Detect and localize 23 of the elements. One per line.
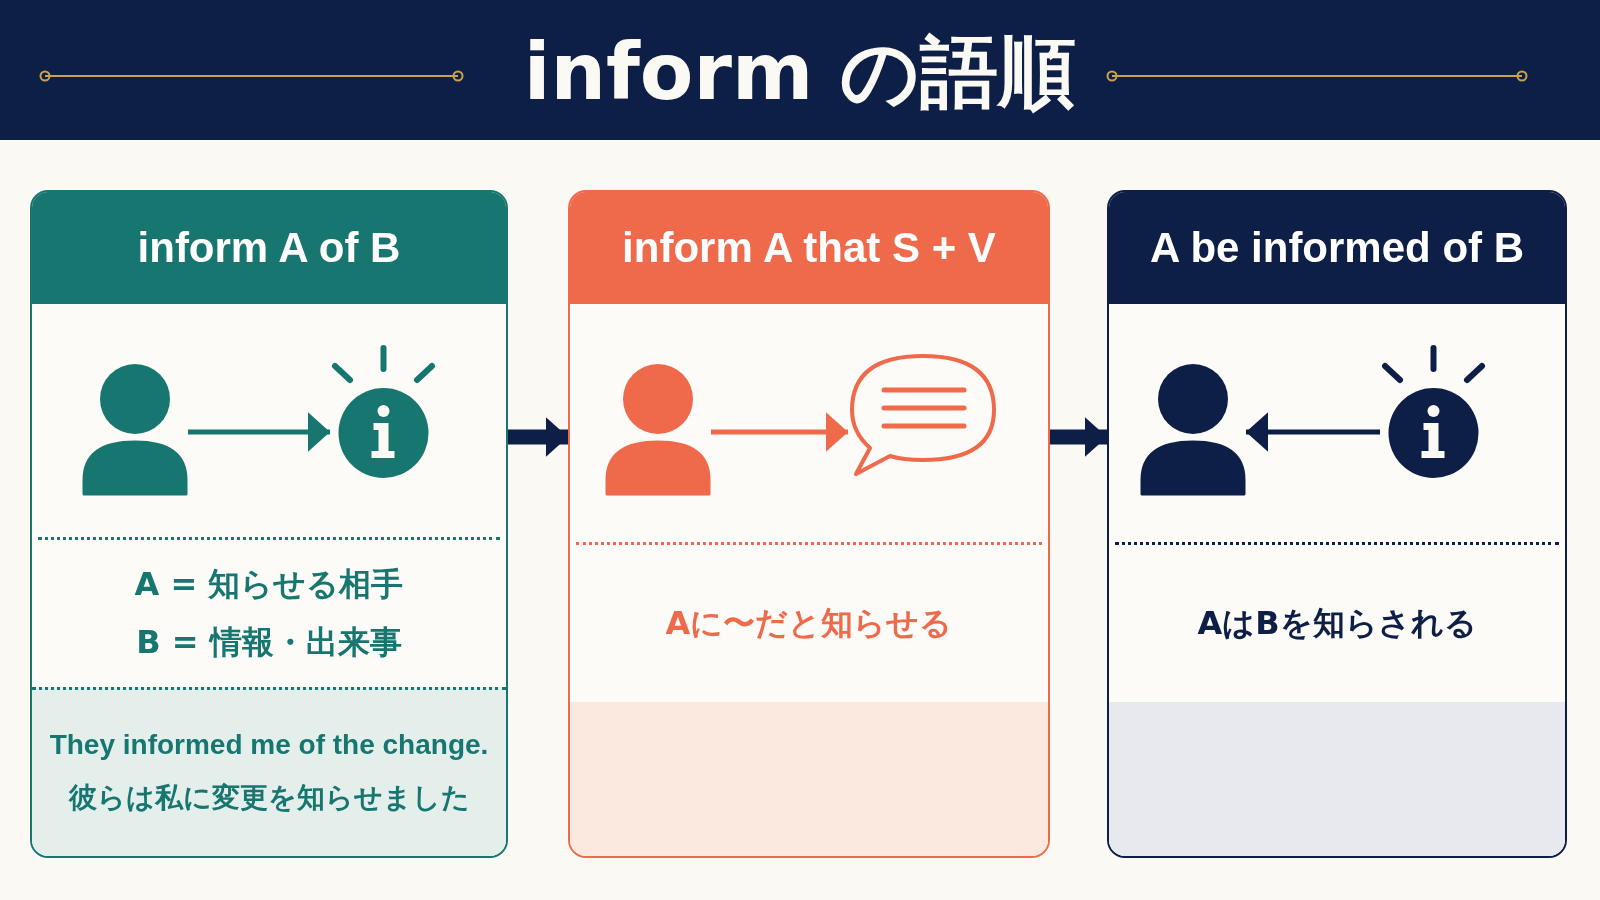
- info-icon: [330, 345, 437, 480]
- title: inform の語順: [522, 26, 1078, 119]
- meaning-text: B = 情報・出来事: [136, 622, 402, 663]
- arrow: [1246, 412, 1380, 452]
- card-title: A be informed of B: [1109, 192, 1565, 304]
- card-title: inform A of B: [32, 192, 506, 304]
- card: [568, 190, 1050, 858]
- meaning-text: Aに〜だと知らせる: [665, 603, 953, 644]
- person-icon: [1140, 362, 1246, 496]
- card: [30, 190, 508, 858]
- arrow: [1050, 417, 1107, 457]
- example-sentence: They informed me of the change.: [49, 729, 489, 761]
- arrow: [188, 412, 330, 452]
- meaning-text: AはBを知らされる: [1197, 603, 1477, 644]
- person-icon: [82, 362, 188, 496]
- arrow: [711, 412, 848, 452]
- card-title: inform A that S + V: [570, 192, 1048, 304]
- example-sentence: 彼らは私に変更を知らせました: [68, 781, 470, 815]
- meaning-text: A = 知らせる相手: [134, 564, 404, 605]
- person-icon: [605, 362, 711, 496]
- card: [1107, 190, 1567, 858]
- info-icon: [1380, 345, 1487, 480]
- arrow: [508, 417, 568, 457]
